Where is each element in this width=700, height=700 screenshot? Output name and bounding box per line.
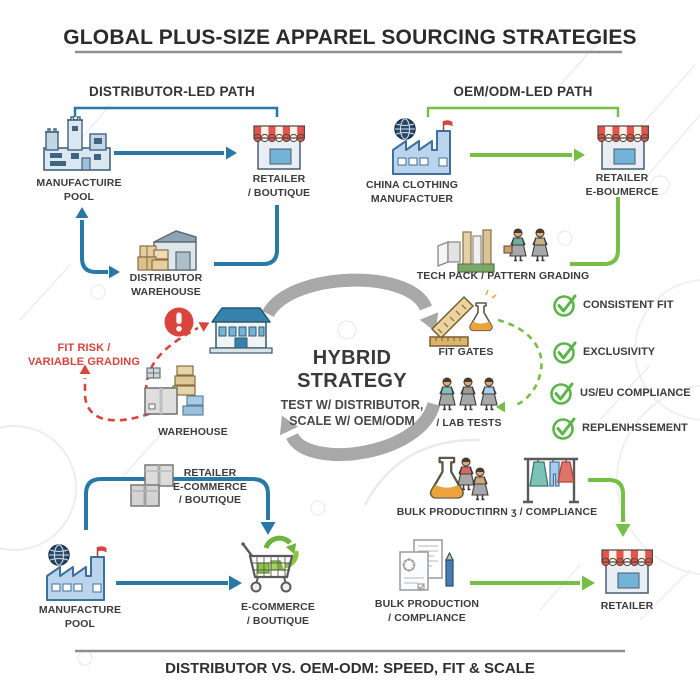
- oem-bracket: [426, 106, 620, 117]
- pattern-grading-people-icon: [503, 228, 549, 262]
- page-title: GLOBAL PLUS-SIZE APPAREL SOURCING STRATE…: [63, 26, 637, 49]
- clothing-rack-icon: [523, 457, 579, 504]
- manufacture-pool-label: MANUFACTUIRE POOL: [36, 177, 122, 203]
- hybrid-building-icon: [209, 307, 273, 354]
- warehouse-label: WAREHOUSE: [158, 426, 228, 438]
- tech-pack-icon: [437, 229, 495, 273]
- tech-pack-label: TECH PACK / PATTERN GRADING: [416, 270, 590, 282]
- bulk-production-flask-icon: [429, 456, 489, 501]
- oem-flow-arrows: [470, 153, 625, 585]
- check-circle-icon: [553, 341, 577, 364]
- warning-icon: [164, 307, 194, 337]
- fit-risk-label: FIT RISK / VARIABLE GRADING: [27, 342, 141, 369]
- hybrid-strategy-subtitle: TEST W/ DISTRIBUTOR, SCALE W/ OEM/ODM: [280, 398, 424, 428]
- retailer-label: RETAILER: [600, 600, 654, 612]
- checklist-label: CONSISTENT FIT: [583, 299, 674, 311]
- bulk-production-top-label: BULK PRODUCTIΠRN ʒ / COMPLIANCE: [396, 506, 598, 518]
- check-circle-icon: [552, 417, 576, 440]
- checklist-item-consistent-fit: CONSISTENT FIT: [552, 292, 673, 318]
- distributor-arrowheads: [75, 146, 276, 591]
- checklist-item-us-eu-compliance: US/EU COMPLIANCE: [549, 380, 691, 406]
- manufacture-pool-bottom-factory-icon: [46, 544, 108, 601]
- lab-tests-people-icon: [438, 377, 498, 411]
- ecommerce-boxes-icon: [130, 464, 174, 507]
- checklist-label: REPLENHSSEMENT: [582, 422, 688, 434]
- distributor-path-header: DISTRIBUTOR-LED PATH: [89, 84, 255, 99]
- distributor-flow-arrows: [80, 151, 279, 585]
- footer-title: DISTRIBUTOR VS. OEM-ODM: SPEED, FIT & SC…: [165, 660, 535, 677]
- retailer-ecommerce-store-icon: [597, 125, 650, 170]
- fit-gates-label: FIT GATES: [438, 346, 494, 358]
- china-manufacturer-label: CHINA CLOTHING MANUFACTUER: [365, 179, 459, 205]
- distributor-warehouse-label: DISTRIBUTOR WAREHOUSE: [129, 272, 203, 298]
- bulk-production-bottom-label: BULK PRODUCTION / COMPLIANCE: [374, 598, 480, 624]
- checklist-item-replenishment: REPLENHSSEMENT: [551, 415, 688, 441]
- checklist-item-exclusivity: EXCLUSIVITY: [552, 339, 655, 365]
- oem-arrowheads: [496, 148, 631, 591]
- lab-tests-label: / LAB TESTS: [436, 417, 502, 429]
- checklist-label: US/EU COMPLIANCE: [580, 387, 691, 399]
- ecommerce-boutique-label: E-COMMERCE / BOUTIQUE: [241, 601, 315, 627]
- retailer-boutique-label: RETAILER / BOUTIQUE: [247, 173, 311, 199]
- warehouse-boxes-icon: [144, 365, 204, 416]
- retailer-boutique-store-icon: [253, 125, 306, 170]
- checklist-label: EXCLUSIVITY: [583, 346, 656, 358]
- retailer-ecommerce-label: RETAILER E-BOUMERCE: [585, 172, 659, 198]
- check-circle-icon: [550, 382, 574, 405]
- retailer-ecommerce-boutique-label: RETAILER E-COMMERCE / BOUTIQUE: [173, 467, 247, 507]
- manufacture-pool-factory-icon: [43, 116, 111, 171]
- manufacture-pool-bottom-label: MANUFACTURE POOL: [38, 604, 122, 630]
- fit-risk-arrowheads: [79, 322, 210, 374]
- ecommerce-cart-icon: [241, 535, 299, 593]
- compliance-documents-icon: [399, 539, 454, 591]
- hybrid-cycle-icon: [262, 273, 441, 461]
- fit-gates-icon: [429, 289, 497, 347]
- check-circle-icon: [553, 294, 577, 317]
- distributor-warehouse-icon: [137, 230, 197, 271]
- retailer-store-icon: [601, 549, 654, 594]
- hybrid-strategy-title: HYBRID STRATEGY: [297, 347, 407, 392]
- oem-path-header: OEM/ODM-LED PATH: [453, 84, 593, 99]
- distributor-bracket: [73, 106, 279, 117]
- china-manufacturer-factory-icon: [392, 118, 454, 175]
